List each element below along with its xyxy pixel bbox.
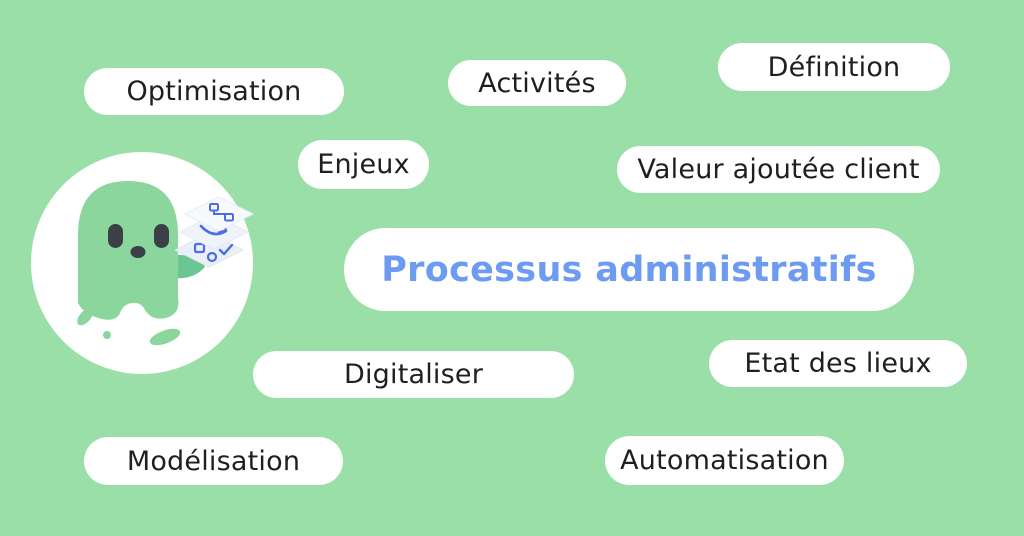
keyword-bubble-automatisation: Automatisation (605, 436, 844, 485)
mascot-nose (130, 246, 146, 258)
keyword-bubble-modelisation: Modélisation (84, 437, 343, 485)
mascot-droplet (149, 328, 181, 346)
process-flowchart-layers-icon (175, 197, 254, 268)
central-topic-bubble: Processus administratifs (344, 228, 914, 311)
keyword-bubble-etat-des-lieux: Etat des lieux (709, 340, 967, 387)
keyword-label-definition: Définition (767, 51, 901, 83)
keyword-label-activites: Activités (478, 67, 596, 99)
keyword-label-modelisation: Modélisation (126, 445, 301, 477)
keyword-label-digitaliser: Digitaliser (343, 359, 484, 390)
mascot-eye-right (154, 224, 169, 248)
keyword-label-enjeux: Enjeux (317, 149, 410, 180)
keyword-bubble-definition: Définition (718, 43, 950, 91)
keyword-bubble-valeur-ajoutee-client: Valeur ajoutée client (617, 146, 940, 193)
keyword-bubble-enjeux: Enjeux (298, 140, 429, 189)
keyword-bubble-optimisation: Optimisation (84, 68, 344, 115)
keyword-label-automatisation: Automatisation (620, 445, 829, 476)
mascot-eye-left (108, 224, 123, 248)
keyword-label-valeur-ajoutee-client: Valeur ajoutée client (637, 154, 920, 185)
keyword-bubble-digitaliser: Digitaliser (253, 351, 574, 398)
mascot-blob-body (78, 181, 179, 320)
central-topic-label: Processus administratifs (381, 249, 877, 290)
mascot-droplet (77, 308, 93, 326)
keyword-label-etat-des-lieux: Etat des lieux (744, 348, 932, 379)
layer-flowchart (184, 197, 254, 232)
mascot-droplet (103, 331, 111, 339)
keyword-bubble-activites: Activités (448, 60, 626, 106)
keyword-label-optimisation: Optimisation (126, 76, 302, 107)
